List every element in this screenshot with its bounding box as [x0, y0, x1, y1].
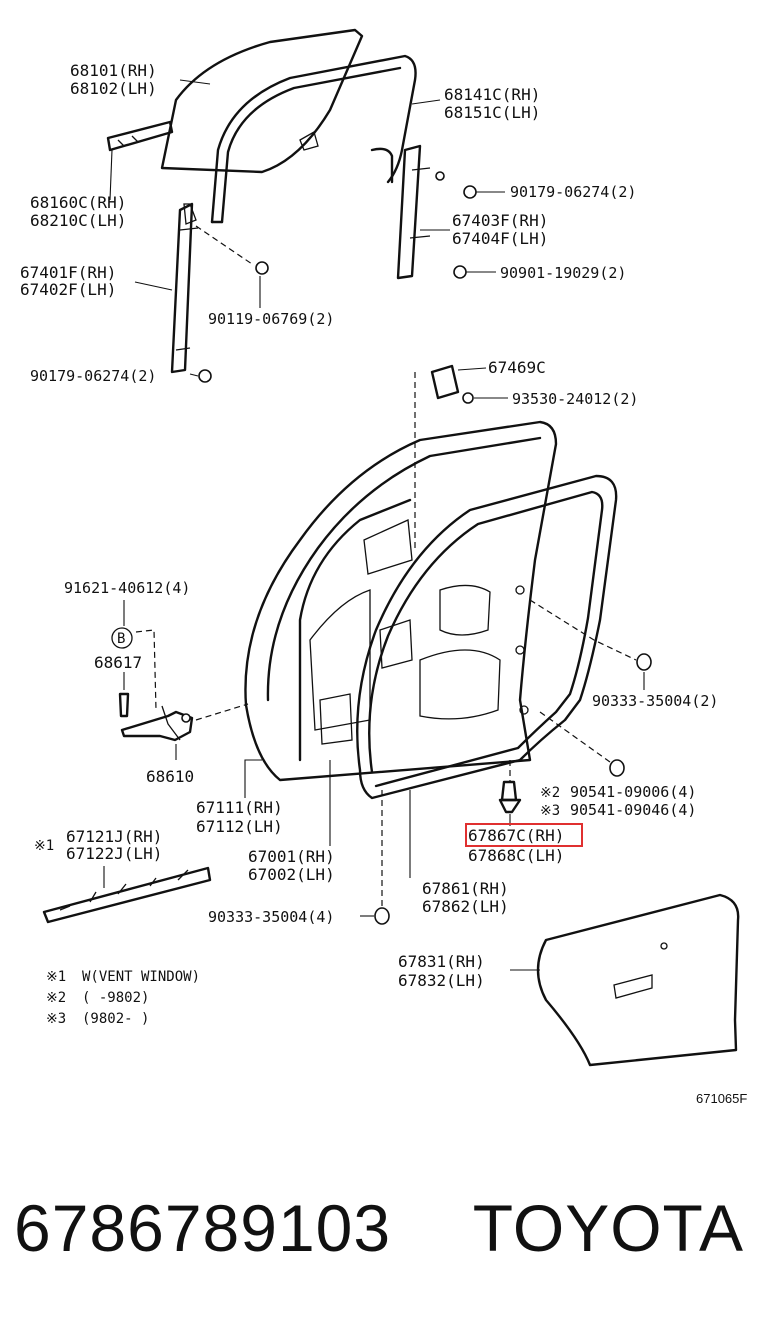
label-67112: 67112(LH)	[196, 817, 283, 836]
label-67402f: 67402F(LH)	[20, 280, 116, 299]
hinge-67469-drawing	[414, 364, 508, 548]
bolt-90179-lower-icon	[198, 369, 212, 383]
note-mark-2: ※2	[540, 785, 560, 801]
label-67403f: 67403F(RH)	[452, 211, 548, 230]
door-glass-drawing	[160, 28, 364, 174]
door-weatherstrip-drawing	[356, 474, 618, 800]
label-90179-06274-lower: 90179-06274(2)	[30, 367, 156, 385]
brand-name: TOYOTA	[472, 1191, 744, 1265]
label-67404f: 67404F(LH)	[452, 229, 548, 248]
bolt-67867-drawing	[498, 760, 522, 826]
label-68102: 68102(LH)	[70, 79, 157, 98]
label-90333-35004-lower: 90333-35004(4)	[208, 908, 334, 926]
clip-90333-right-icon	[529, 599, 652, 690]
label-68151c: 68151C(LH)	[444, 103, 540, 122]
label-67401f: 67401F(RH)	[20, 263, 116, 282]
label-67111: 67111(RH)	[196, 798, 283, 817]
label-67122j: 67122J(LH)	[66, 844, 162, 863]
upper-leader-lines	[109, 79, 505, 377]
label-90179-06274-upper: 90179-06274(2)	[510, 183, 636, 201]
glass-run-channel-drawing	[210, 54, 417, 224]
note-1-text: W(VENT WINDOW)	[82, 969, 200, 985]
door-trim-board-drawing	[510, 893, 740, 1067]
window-regulator-front-drawing	[170, 202, 199, 374]
bolt-68617-drawing	[111, 600, 157, 718]
diagram-code: 671065F	[696, 1091, 747, 1106]
glass-channel-drawing	[106, 120, 174, 152]
label-68610: 68610	[146, 767, 194, 786]
label-91621-40612: 91621-40612(4)	[64, 579, 190, 597]
label-90541-09006: 90541-09006(4)	[570, 783, 696, 801]
moulding-67121-drawing	[42, 866, 212, 924]
bolt-90901-icon	[453, 265, 467, 279]
bolt-90179-upper-icon	[463, 185, 477, 199]
label-93530-24012: 93530-24012(2)	[512, 390, 638, 408]
note-2-mark: ※2	[46, 990, 66, 1006]
label-67469c: 67469C	[488, 358, 546, 377]
part-number: 6786789103	[14, 1191, 392, 1265]
label-67121j: 67121J(RH)	[66, 827, 162, 846]
label-67868c: 67868C(LH)	[468, 846, 564, 865]
note-3-text: (9802- )	[82, 1011, 149, 1027]
label-90333-35004-right: 90333-35004(2)	[592, 692, 718, 710]
parts-diagram: 68101(RH) 68102(LH) 68141C(RH) 68151C(LH…	[20, 28, 747, 1106]
note-mark-1: ※1	[34, 838, 54, 854]
label-68617: 68617	[94, 653, 142, 672]
clip-90333-lower-icon	[360, 790, 390, 925]
label-90541-09046: 90541-09046(4)	[570, 801, 696, 819]
clip-90541-icon	[539, 711, 625, 777]
label-67861: 67861(RH)	[422, 879, 509, 898]
label-67832: 67832(LH)	[398, 971, 485, 990]
note-2-text: ( -9802)	[82, 990, 149, 1006]
door-panel-drawing	[244, 420, 558, 782]
label-67001: 67001(RH)	[248, 847, 335, 866]
label-68210c: 68210C(LH)	[30, 211, 126, 230]
note-3-mark: ※3	[46, 1011, 66, 1027]
label-68101: 68101(RH)	[70, 61, 157, 80]
label-68141c: 68141C(RH)	[444, 85, 540, 104]
bolt-90119-icon	[255, 261, 269, 275]
label-67862: 67862(LH)	[422, 897, 509, 916]
label-90119-06769: 90119-06769(2)	[208, 310, 334, 328]
label-clip-b: B	[117, 631, 125, 647]
note-mark-3: ※3	[540, 803, 560, 819]
note-1-mark: ※1	[46, 969, 66, 985]
label-67867c: 67867C(RH)	[468, 826, 564, 845]
door-check-drawing	[120, 703, 249, 760]
moulding-67111-leader	[244, 759, 411, 878]
label-68160c: 68160C(RH)	[30, 193, 126, 212]
notes-legend: ※1 W(VENT WINDOW) ※2 ( -9802) ※3 (9802- …	[46, 969, 200, 1027]
label-67002: 67002(LH)	[248, 865, 335, 884]
highlight-box	[465, 823, 583, 847]
window-regulator-rear-drawing	[396, 144, 445, 280]
label-67831: 67831(RH)	[398, 952, 485, 971]
label-90901-19029: 90901-19029(2)	[500, 264, 626, 282]
